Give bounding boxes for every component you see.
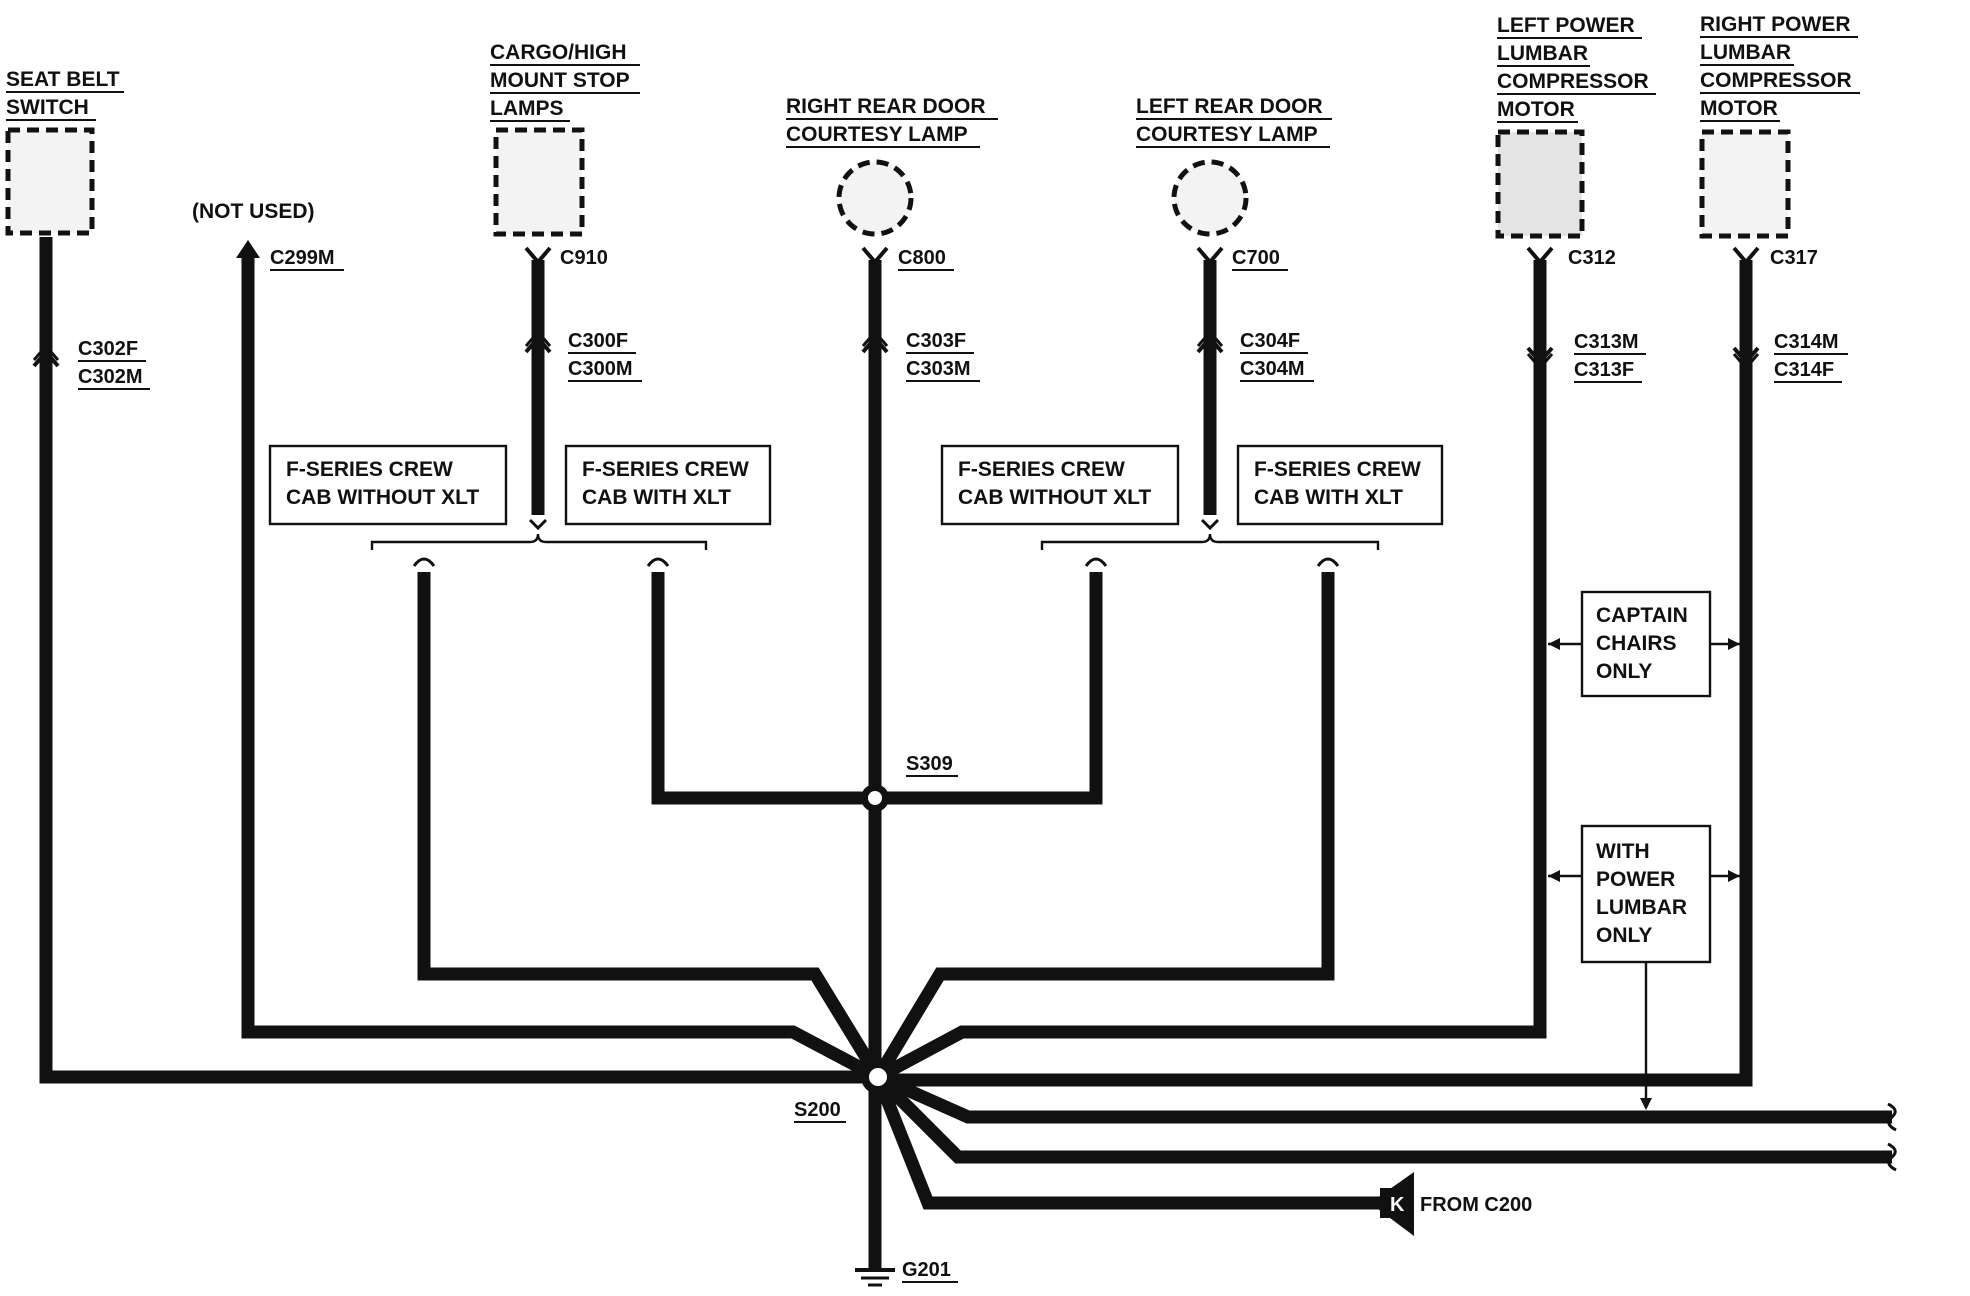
svg-text:C299M: C299M: [270, 247, 334, 269]
svg-text:MOUNT STOP: MOUNT STOP: [490, 69, 630, 92]
svg-text:C314F: C314F: [1774, 359, 1834, 381]
svg-text:LUMBAR: LUMBAR: [1497, 42, 1588, 65]
svg-text:LEFT REAR DOOR: LEFT REAR DOOR: [1136, 95, 1323, 118]
svg-text:K: K: [1390, 1194, 1405, 1216]
seat-belt-switch-label: SEAT BELT SWITCH: [6, 68, 124, 121]
svg-text:C302M: C302M: [78, 366, 142, 388]
s200-label: S200: [794, 1099, 841, 1121]
right-lumbar-motor-label: RIGHT POWER LUMBAR COMPRESSOR MOTOR: [1700, 13, 1860, 122]
wire-out-upper: [875, 1071, 1892, 1124]
wire-left-door-with-xlt: [872, 572, 1335, 1081]
wire-c299m: [241, 252, 882, 1083]
svg-text:RIGHT REAR DOOR: RIGHT REAR DOOR: [786, 95, 986, 118]
not-used-label: (NOT USED): [192, 200, 315, 223]
wire-cargo-without-xlt: [417, 572, 884, 1081]
svg-text:F-SERIES CREW: F-SERIES CREW: [1254, 458, 1421, 481]
left-rear-door-lamp-label: LEFT REAR DOOR COURTESY LAMP: [1136, 95, 1332, 148]
svg-text:LUMBAR: LUMBAR: [1700, 41, 1791, 64]
svg-text:F-SERIES CREW: F-SERIES CREW: [286, 458, 453, 481]
svg-text:CAB WITHOUT XLT: CAB WITHOUT XLT: [286, 486, 479, 509]
svg-text:CAB WITHOUT XLT: CAB WITHOUT XLT: [958, 486, 1151, 509]
svg-text:C303F: C303F: [906, 330, 966, 352]
svg-text:C313F: C313F: [1574, 359, 1634, 381]
svg-text:F-SERIES CREW: F-SERIES CREW: [582, 458, 749, 481]
right-rear-door-lamp-label: RIGHT REAR DOOR COURTESY LAMP: [786, 95, 998, 148]
svg-text:C312: C312: [1568, 247, 1616, 269]
svg-text:C303M: C303M: [906, 358, 970, 380]
svg-text:LAMPS: LAMPS: [490, 97, 564, 120]
wires: [39, 237, 1892, 1270]
svg-text:CAPTAIN: CAPTAIN: [1596, 604, 1688, 627]
left-lumbar-motor-icon: [1495, 129, 1585, 239]
svg-text:C313M: C313M: [1574, 331, 1638, 353]
wire-left-door-without-xlt: [875, 572, 1103, 805]
svg-text:POWER: POWER: [1596, 868, 1675, 891]
from-c200-label: FROM C200: [1420, 1194, 1532, 1216]
svg-text:CARGO/HIGH: CARGO/HIGH: [490, 41, 627, 64]
c299m-pin-icon: [236, 240, 260, 258]
left-rear-door-lamp-icon: [1171, 159, 1249, 237]
svg-text:C910: C910: [560, 247, 608, 269]
connector-k-icon: K: [1370, 1172, 1414, 1236]
wire-out-lower: [873, 1072, 1892, 1164]
svg-text:SWITCH: SWITCH: [6, 96, 89, 119]
wire-seat-belt: [39, 237, 878, 1084]
wire-cargo-with-xlt: [651, 572, 875, 805]
svg-text:C300F: C300F: [568, 330, 628, 352]
svg-text:CHAIRS: CHAIRS: [1596, 632, 1677, 655]
svg-text:MOTOR: MOTOR: [1497, 98, 1575, 121]
svg-text:C314M: C314M: [1774, 331, 1838, 353]
svg-text:LEFT POWER: LEFT POWER: [1497, 14, 1635, 37]
svg-text:C304F: C304F: [1240, 330, 1300, 352]
svg-text:C300M: C300M: [568, 358, 632, 380]
svg-text:C700: C700: [1232, 247, 1280, 269]
svg-text:WITH: WITH: [1596, 840, 1650, 863]
seat-belt-switch-icon: [5, 127, 95, 236]
svg-text:C302F: C302F: [78, 338, 138, 360]
svg-text:RIGHT POWER: RIGHT POWER: [1700, 13, 1851, 36]
svg-text:ONLY: ONLY: [1596, 660, 1652, 683]
svg-text:COMPRESSOR: COMPRESSOR: [1700, 69, 1852, 92]
wire-left-lumbar: [874, 260, 1547, 1083]
svg-text:SEAT BELT: SEAT BELT: [6, 68, 120, 91]
svg-text:C800: C800: [898, 247, 946, 269]
wire-right-lumbar: [878, 260, 1753, 1087]
cargo-lamps-label: CARGO/HIGH MOUNT STOP LAMPS: [490, 41, 640, 122]
power-lumbar-note: WITH POWER LUMBAR ONLY: [1548, 824, 1740, 1110]
wire-end-icons: [1887, 1102, 1897, 1172]
connector-pin-icons: [524, 246, 1760, 266]
ground-label: G201: [902, 1259, 951, 1281]
left-lumbar-motor-label: LEFT POWER LUMBAR COMPRESSOR MOTOR: [1497, 14, 1656, 123]
svg-text:MOTOR: MOTOR: [1700, 97, 1778, 120]
s309-label: S309: [906, 753, 953, 775]
cargo-lamps-icon: [493, 127, 585, 237]
connector-labels: C299M C910 C800 C700 C312 C317 C302F C30…: [78, 247, 1848, 390]
wire-from-c200: [871, 1074, 1380, 1210]
ground-icon: [855, 1268, 895, 1287]
inline-connector-icons: [32, 329, 1760, 371]
svg-text:C317: C317: [1770, 247, 1818, 269]
svg-text:ONLY: ONLY: [1596, 924, 1652, 947]
right-lumbar-motor-icon: [1699, 129, 1791, 239]
right-rear-door-lamp-icon: [836, 159, 914, 237]
cargo-option-boxes: F-SERIES CREW CAB WITHOUT XLT F-SERIES C…: [268, 444, 772, 567]
svg-text:C304M: C304M: [1240, 358, 1304, 380]
svg-text:F-SERIES CREW: F-SERIES CREW: [958, 458, 1125, 481]
svg-text:COMPRESSOR: COMPRESSOR: [1497, 70, 1649, 93]
left-door-option-boxes: F-SERIES CREW CAB WITHOUT XLT F-SERIES C…: [940, 444, 1444, 567]
captain-chairs-note: CAPTAIN CHAIRS ONLY: [1548, 590, 1740, 698]
svg-text:COURTESY LAMP: COURTESY LAMP: [1136, 123, 1318, 146]
svg-text:CAB WITH XLT: CAB WITH XLT: [1254, 486, 1403, 509]
s309-splice-icon: [861, 784, 889, 812]
svg-text:COURTESY LAMP: COURTESY LAMP: [786, 123, 968, 146]
svg-text:LUMBAR: LUMBAR: [1596, 896, 1687, 919]
s200-splice-icon: [861, 1060, 895, 1094]
svg-text:CAB WITH XLT: CAB WITH XLT: [582, 486, 731, 509]
